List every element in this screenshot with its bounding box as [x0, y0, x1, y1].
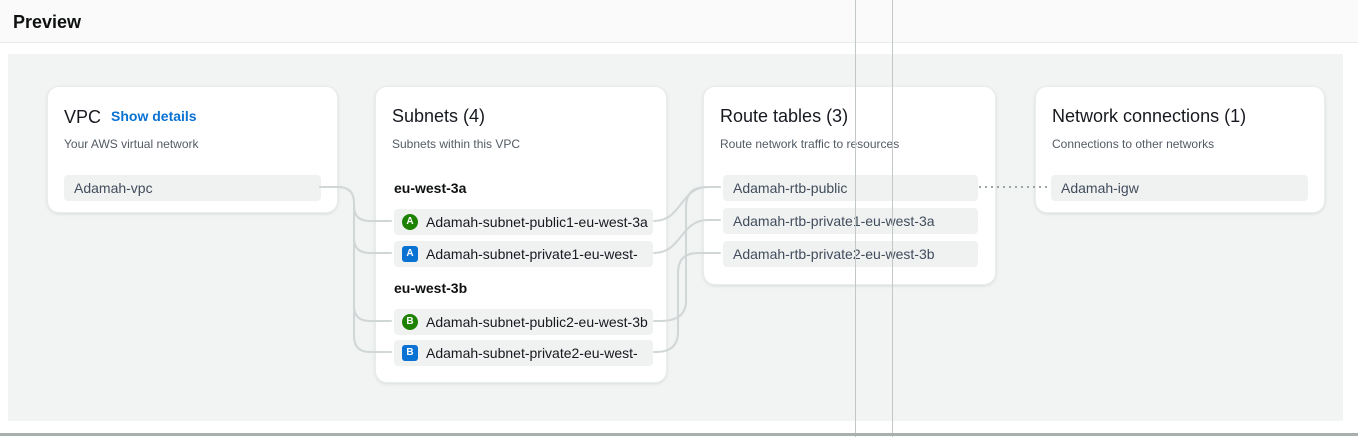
route-table-item-public: Adamah-rtb-public: [723, 175, 978, 201]
vertical-divider-line-1: [855, 0, 856, 437]
network-connections-card: Network connections (1) Connections to o…: [1035, 86, 1325, 213]
public-subnet-badge-icon: A: [402, 214, 418, 230]
az-group-header-eu-west-3b: eu-west-3b: [394, 280, 468, 296]
show-details-link[interactable]: Show details: [111, 108, 197, 124]
az-group-header-eu-west-3a: eu-west-3a: [394, 180, 467, 196]
route-table-item-private1: Adamah-rtb-private1-eu-west-3a: [723, 208, 978, 234]
preview-header: Preview: [0, 0, 1358, 43]
page-title: Preview: [13, 12, 82, 32]
igw-resource-label: Adamah-igw: [1061, 180, 1139, 196]
igw-resource-item: Adamah-igw: [1051, 175, 1308, 201]
private-subnet-badge-icon: B: [402, 345, 418, 361]
network-connections-card-title: Network connections (1): [1052, 106, 1247, 126]
vpc-card-subtitle: Your AWS virtual network: [64, 137, 199, 151]
subnet-item-label: Adamah-subnet-public2-eu-west-3b: [426, 314, 648, 330]
subnet-item-private1: A Adamah-subnet-private1-eu-west-: [394, 241, 653, 267]
subnet-item-label: Adamah-subnet-private1-eu-west-: [426, 246, 638, 262]
network-connections-card-subtitle: Connections to other networks: [1052, 137, 1215, 151]
route-tables-card: Route tables (3) Route network traffic t…: [703, 86, 996, 285]
route-table-item-private2: Adamah-rtb-private2-eu-west-3b: [723, 241, 978, 267]
public-subnet-badge-icon: B: [402, 314, 418, 330]
private-subnet-badge-icon: A: [402, 246, 418, 262]
subnet-item-public1: A Adamah-subnet-public1-eu-west-3a: [394, 209, 653, 235]
vpc-card-title-text: VPC: [64, 107, 102, 127]
subnets-card-title: Subnets (4): [392, 106, 486, 126]
vpc-card-title: VPC Show details: [64, 104, 197, 129]
subnet-item-label: Adamah-subnet-private2-eu-west-: [426, 345, 638, 361]
route-tables-card-title: Route tables (3): [720, 106, 849, 126]
subnets-card: Subnets (4) Subnets within this VPC eu-w…: [375, 86, 667, 383]
route-table-label: Adamah-rtb-private2-eu-west-3b: [733, 246, 935, 262]
subnet-item-public2: B Adamah-subnet-public2-eu-west-3b: [394, 309, 653, 335]
subnet-item-private2: B Adamah-subnet-private2-eu-west-: [394, 340, 653, 366]
vertical-divider-line-2: [892, 0, 893, 437]
route-tables-card-subtitle: Route network traffic to resources: [720, 137, 900, 151]
vpc-resource-item: Adamah-vpc: [64, 175, 321, 201]
bottom-scrollbar-line: [0, 433, 1358, 436]
subnets-card-subtitle: Subnets within this VPC: [392, 137, 521, 151]
subnet-item-label: Adamah-subnet-public1-eu-west-3a: [426, 214, 648, 230]
route-table-label: Adamah-rtb-private1-eu-west-3a: [733, 213, 935, 229]
route-table-label: Adamah-rtb-public: [733, 180, 848, 196]
vpc-resource-label: Adamah-vpc: [74, 180, 153, 196]
vpc-card: VPC Show details Your AWS virtual network…: [47, 86, 338, 213]
